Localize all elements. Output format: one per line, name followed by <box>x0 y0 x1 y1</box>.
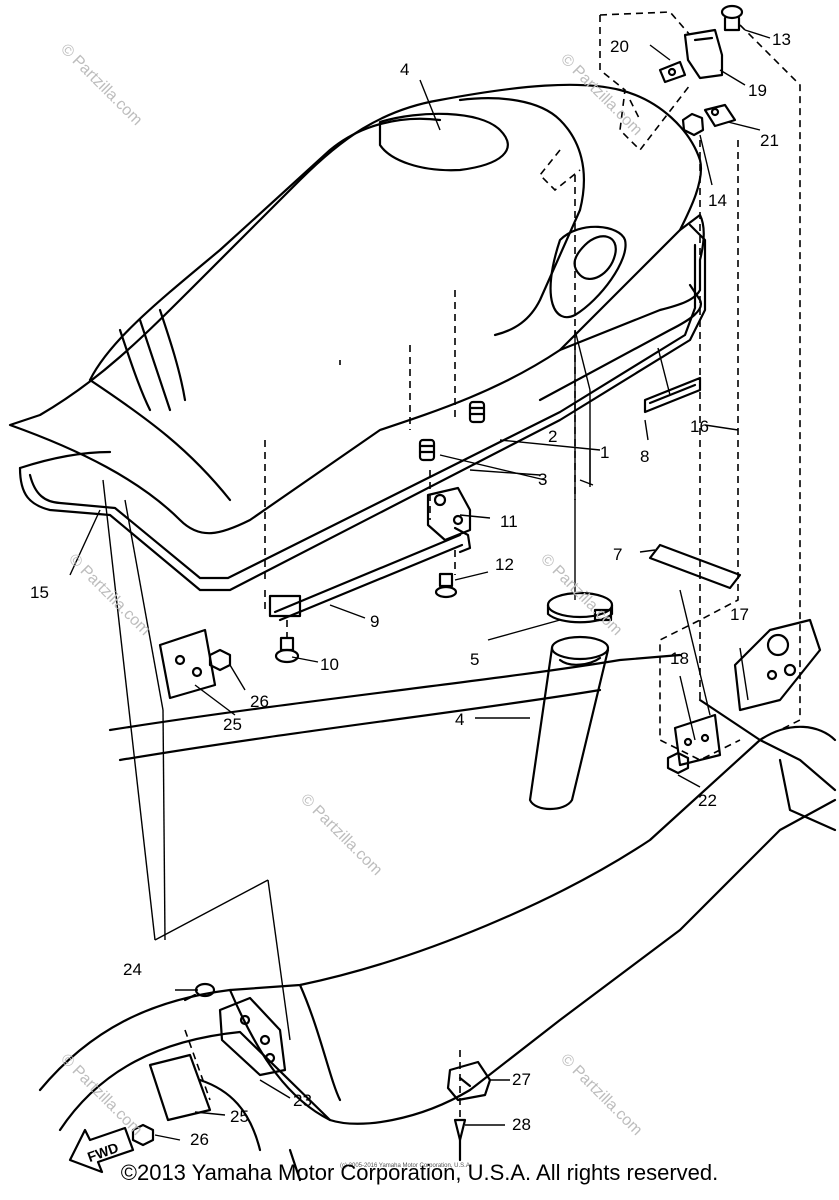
plate-21 <box>703 103 737 128</box>
callout-13: 13 <box>772 30 791 49</box>
callout-26b: 26 <box>190 1130 209 1149</box>
bracket-23 <box>218 996 287 1077</box>
seat-frame <box>18 223 707 592</box>
watermark: © Partzilla.com <box>537 551 625 639</box>
bracket-27 <box>446 1060 492 1102</box>
leader-lines <box>69 29 771 1141</box>
callout-21: 21 <box>760 131 779 150</box>
damper-2 <box>468 400 486 424</box>
callouts: 1 2 3 4 4 5 7 8 9 10 11 12 13 14 15 16 1… <box>30 30 791 1165</box>
callout-1: 1 <box>600 443 609 462</box>
lock-bar <box>268 526 472 622</box>
fwd-arrow-icon <box>68 1126 135 1174</box>
bracket-11 <box>426 486 472 542</box>
callout-7: 7 <box>613 545 622 564</box>
watermark: © Partzilla.com <box>65 551 153 639</box>
callout-22: 22 <box>698 791 717 810</box>
screw-13 <box>720 4 744 32</box>
callout-24: 24 <box>123 960 142 979</box>
latch-17 <box>733 618 822 712</box>
watermark: © Partzilla.com <box>557 1051 645 1139</box>
callout-10: 10 <box>320 655 339 674</box>
plate-25-lower <box>148 1053 212 1122</box>
rivet-28 <box>453 1118 467 1162</box>
hook-19 <box>683 28 724 80</box>
callout-17: 17 <box>730 605 749 624</box>
washer-20 <box>658 60 687 84</box>
callout-16: 16 <box>690 417 709 436</box>
callout-25: 25 <box>223 715 242 734</box>
callout-23: 23 <box>293 1091 312 1110</box>
callout-2: 2 <box>548 427 557 446</box>
damper-3 <box>418 438 436 462</box>
fine-print: (c) 2005-2016 Yamaha Motor Corporation, … <box>340 1163 472 1169</box>
nut-26-lower <box>131 1123 155 1147</box>
nut-26-upper <box>208 648 232 672</box>
callout-18: 18 <box>670 649 689 668</box>
watermark: © Partzilla.com <box>57 41 145 129</box>
watermark: © Partzilla.com <box>297 791 385 879</box>
pad-8 <box>643 376 702 414</box>
callout-28: 28 <box>512 1115 531 1134</box>
callout-3: 3 <box>538 470 547 489</box>
callout-4b: 4 <box>455 710 464 729</box>
hose-clamp <box>546 591 614 624</box>
plate-25-upper <box>158 628 217 700</box>
hull-outline <box>38 653 837 1182</box>
callout-9: 9 <box>370 612 379 631</box>
copyright-footer: ©2013 Yamaha Motor Corporation, U.S.A. A… <box>120 1160 719 1185</box>
callout-14: 14 <box>708 191 727 210</box>
intake-hose <box>528 635 610 811</box>
callout-27: 27 <box>512 1070 531 1089</box>
nut-22 <box>666 751 690 775</box>
callout-4: 4 <box>400 60 409 79</box>
plate-18 <box>673 713 722 767</box>
callout-11: 11 <box>500 512 518 531</box>
strip-7 <box>648 543 742 590</box>
seat <box>8 83 705 535</box>
callout-8: 8 <box>640 447 649 466</box>
callout-26: 26 <box>250 692 269 711</box>
nut-14 <box>681 112 705 137</box>
callout-20: 20 <box>610 37 629 56</box>
bolt-10 <box>274 636 300 664</box>
bolt-12 <box>434 572 458 599</box>
callout-15: 15 <box>30 583 49 602</box>
callout-12: 12 <box>495 555 514 574</box>
callout-25b: 25 <box>230 1107 249 1126</box>
callout-5: 5 <box>470 650 479 669</box>
callout-19: 19 <box>748 81 767 100</box>
watermark: © Partzilla.com <box>557 51 645 139</box>
